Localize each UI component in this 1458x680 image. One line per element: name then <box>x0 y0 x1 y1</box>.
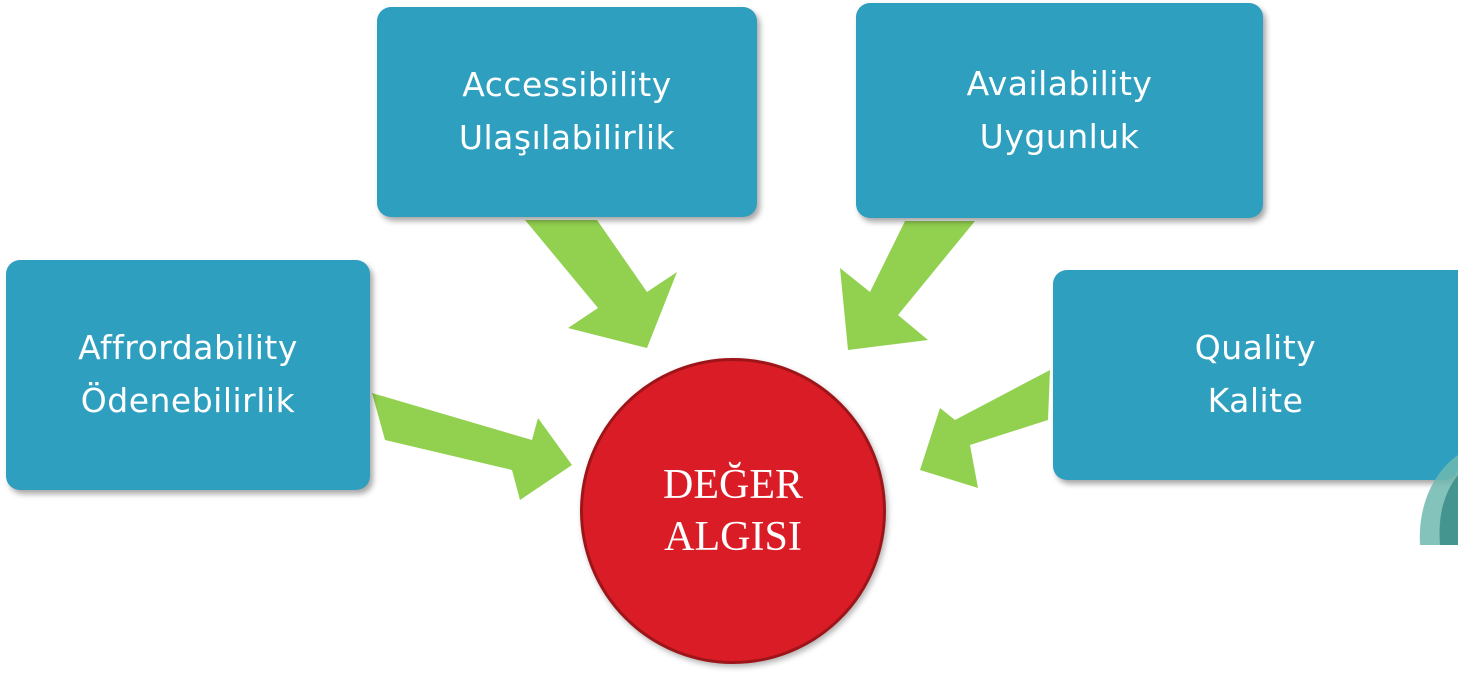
center-label-line1: DEĞER <box>663 461 803 508</box>
quality-label-en: Quality <box>1194 328 1317 368</box>
accessibility-box: Accessibility Ulaşılabilirlik <box>377 7 757 217</box>
arrow-availability-to-center <box>840 221 975 350</box>
quality-box: Quality Kalite <box>1053 270 1458 480</box>
arrow-affordability-to-center <box>372 393 572 500</box>
availability-label-en: Availability <box>966 63 1153 103</box>
availability-label-tr: Uygunluk <box>979 116 1140 156</box>
center-label-line2: ALGISI <box>664 514 802 560</box>
arrow-quality-to-center <box>920 370 1050 488</box>
value-perception-circle: DEĞER ALGISI <box>580 358 886 664</box>
affordability-box: Affrordability Ödenebilirlik <box>6 260 370 490</box>
arrow-accessibility-to-center <box>525 220 677 348</box>
accessibility-label-en: Accessibility <box>462 65 672 105</box>
affordability-label-tr: Ödenebilirlik <box>80 381 296 420</box>
accessibility-label-tr: Ulaşılabilirlik <box>458 118 676 157</box>
quality-label-tr: Kalite <box>1207 381 1304 420</box>
decorative-leaf-shape <box>1400 455 1458 545</box>
availability-box: Availability Uygunluk <box>856 3 1263 218</box>
affordability-label-en: Affrordability <box>78 328 298 368</box>
